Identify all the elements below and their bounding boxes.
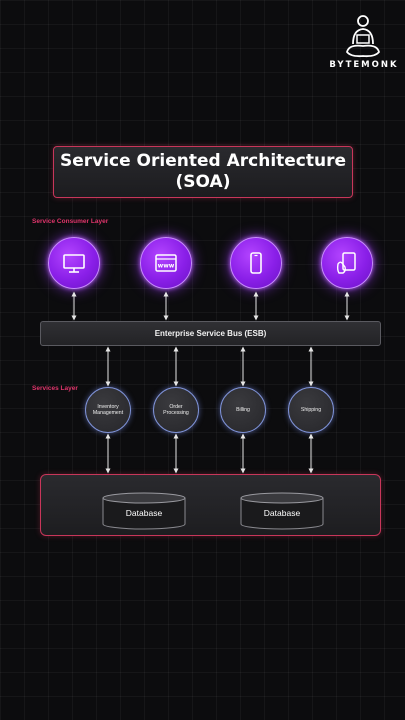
consumer-desktop — [48, 237, 100, 289]
database-layer-panel — [40, 474, 381, 536]
database-label-2: Database — [263, 508, 301, 518]
enterprise-service-bus: Enterprise Service Bus (ESB) — [40, 321, 381, 346]
web-browser-icon: www — [155, 254, 177, 272]
diagram-title-box: Service Oriented Architecture (SOA) — [53, 146, 353, 198]
consumer-web-browser: www — [140, 237, 192, 289]
desktop-monitor-icon — [63, 254, 85, 273]
service-inventory-management: Inventory Management — [85, 387, 131, 433]
service-consumer-layer-label: Service Consumer Layer — [32, 218, 109, 225]
service-order-processing: Order Processing — [153, 387, 199, 433]
title-line-2: (SOA) — [175, 172, 231, 192]
tablet-touch-icon — [336, 252, 356, 274]
bytemonk-logo-icon — [345, 14, 381, 60]
service-shipping: Shipping — [288, 387, 334, 433]
service-label-line1: Inventory — [97, 403, 119, 410]
svg-text:www: www — [158, 263, 175, 270]
title-line-1: Service Oriented Architecture — [59, 151, 347, 171]
service-label-line1: Billing — [236, 406, 250, 413]
database-label-1: Database — [125, 508, 163, 518]
database-cylinder-1 — [102, 492, 186, 530]
service-label-line2: Management — [92, 410, 124, 416]
diagram-title: Service Oriented Architecture (SOA) — [58, 151, 348, 193]
service-label-line1: Order — [169, 403, 183, 410]
services-layer-label: Services Layer — [32, 385, 78, 392]
consumer-tablet — [321, 237, 373, 289]
brand-name: BYTEMONK — [329, 60, 399, 70]
service-billing: Billing — [220, 387, 266, 433]
consumer-mobile — [230, 237, 282, 289]
mobile-phone-icon — [250, 252, 262, 274]
database-cylinder-2 — [240, 492, 324, 530]
service-label-line2: Processing — [163, 410, 189, 416]
service-label-line1: Shipping — [300, 406, 322, 413]
